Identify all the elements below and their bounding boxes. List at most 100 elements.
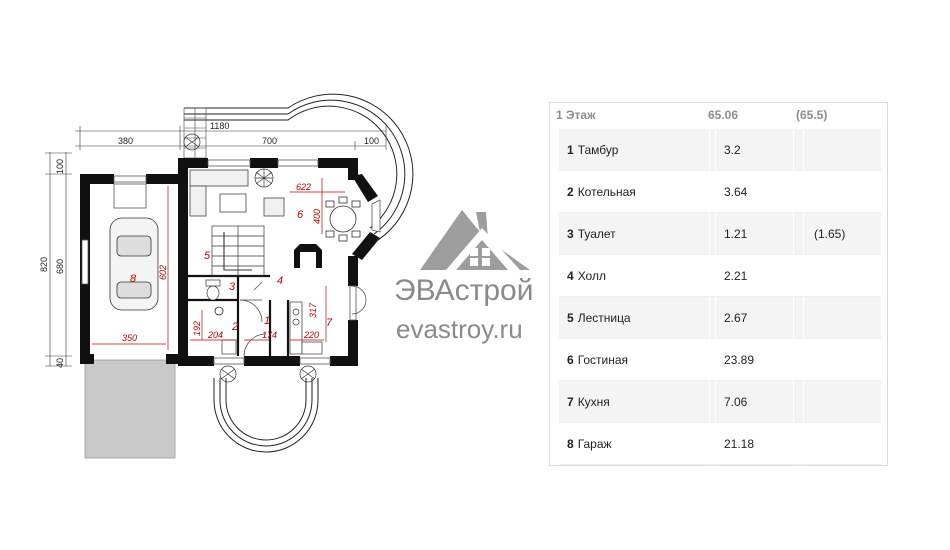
room-dimension-label: 400 xyxy=(312,209,322,224)
room-number: 4 xyxy=(277,275,283,287)
room-num: 3 xyxy=(567,227,574,241)
room-number: 2 xyxy=(231,321,238,333)
floor-total-area: 65.06 xyxy=(708,108,739,122)
room-number: 7 xyxy=(326,317,333,329)
room-num: 2 xyxy=(567,185,574,199)
dimension-label: 820 xyxy=(39,257,49,272)
dimension-label: 680 xyxy=(55,259,65,274)
boiler-icon xyxy=(214,306,224,316)
car-icon xyxy=(109,217,159,311)
dining-table-icon xyxy=(325,196,361,242)
trellis xyxy=(183,107,207,159)
room-dimension-lines xyxy=(92,178,345,350)
room-area-alt xyxy=(803,423,892,465)
floor-total-area-alt: (65.5) xyxy=(796,108,828,122)
driveway xyxy=(84,359,176,459)
room-dimension-label: 204 xyxy=(207,330,223,340)
garage-shelf xyxy=(113,183,147,209)
kitchen-counter xyxy=(289,301,323,355)
room-number: 1 xyxy=(264,315,270,327)
room-number: 3 xyxy=(229,281,236,293)
terrace-top xyxy=(184,93,414,241)
room-num: 4 xyxy=(567,269,574,283)
room-area: 23.89 xyxy=(715,339,810,381)
room-area-alt xyxy=(803,129,892,171)
room-dimension-label: 174 xyxy=(262,330,277,340)
sofa-icon xyxy=(189,169,249,217)
room-num: 7 xyxy=(567,395,574,409)
plant-icon xyxy=(299,365,317,383)
room-name: Гараж xyxy=(577,437,612,451)
dimension-label: 100 xyxy=(55,159,65,174)
toilet-icon xyxy=(205,279,221,301)
room-area-alt xyxy=(803,381,892,423)
room-name: Холл xyxy=(577,269,606,283)
room-area: 21.18 xyxy=(715,423,810,465)
coffee-table-icon xyxy=(219,193,247,213)
watermark-logo xyxy=(420,210,530,270)
area-table-header: 1 Этаж 65.06 (65.5) xyxy=(550,103,887,125)
room-number: 8 xyxy=(130,273,137,285)
porch-bottom xyxy=(213,378,319,453)
armchair-icon xyxy=(263,197,285,217)
dimension-label: 700 xyxy=(262,136,277,146)
room-area: 7.06 xyxy=(715,381,810,423)
dimension-lines xyxy=(45,126,387,367)
room-name: Тамбур xyxy=(577,143,619,157)
room-num: 1 xyxy=(567,143,574,157)
dimension-label: 1180 xyxy=(210,121,229,131)
plant-icon xyxy=(254,168,274,188)
plant-icon xyxy=(183,133,201,151)
room-dimension-label: 350 xyxy=(122,333,137,343)
room-area: 1.21 xyxy=(715,213,810,255)
floor-plan: 1180 380 700 100 820 680 100 40 622 400 … xyxy=(39,93,533,459)
room-area: 3.64 xyxy=(715,171,810,213)
watermark-brand: ЭВАстрой xyxy=(394,274,533,307)
room-dimension-label: 317 xyxy=(308,302,318,318)
room-name: Туалет xyxy=(577,227,616,241)
interior-walls xyxy=(188,274,290,356)
room-dimension-label: 220 xyxy=(303,330,319,340)
room-area-alt xyxy=(803,171,892,213)
room-area-alt: (1.65) xyxy=(803,213,892,255)
dimension-label: 40 xyxy=(55,358,65,368)
room-name: Котельная xyxy=(577,185,636,199)
room-area-alt xyxy=(803,255,892,297)
room-area: 2.67 xyxy=(715,297,810,339)
staircase-icon xyxy=(211,225,265,277)
floor-label: 1 Этаж xyxy=(556,108,596,122)
dimension-label: 100 xyxy=(364,136,379,146)
doors xyxy=(239,281,367,357)
room-dimension-label: 192 xyxy=(192,321,202,336)
room-area-alt xyxy=(803,297,892,339)
windows xyxy=(81,159,381,365)
room-number: 6 xyxy=(297,209,304,221)
watermark-site: evastroy.ru xyxy=(396,314,523,344)
room-name: Кухня xyxy=(577,395,610,409)
room-number: 5 xyxy=(204,250,211,262)
room-name: Лестница xyxy=(577,311,631,325)
room-area-alt xyxy=(803,339,892,381)
room-num: 8 xyxy=(567,437,574,451)
room-area: 2.21 xyxy=(715,255,810,297)
boiler-icon xyxy=(221,339,237,355)
dimension-label: 380 xyxy=(118,136,133,146)
room-num: 6 xyxy=(567,353,574,367)
